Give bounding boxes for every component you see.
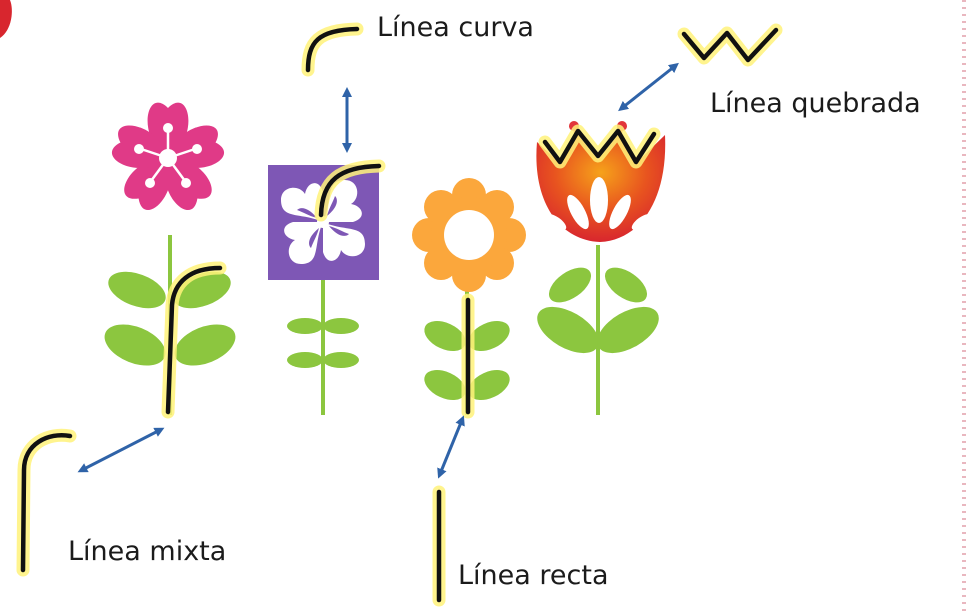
purple-flower [268,159,386,415]
straight-line-label: Línea recta [458,560,609,591]
mixed-line-label: Línea mixta [68,536,226,567]
zigzag-line-arrow [618,62,679,112]
red-tulip-leaf [548,267,592,303]
red-tulip-leaf [604,267,648,303]
curved-line-trace [318,163,382,218]
pink-flower-leaf [108,271,166,309]
zigzag-line-label: Línea quebrada [710,88,921,119]
red-tulip [536,121,666,415]
pink-flower-leaf [104,324,166,366]
orange-flower-head [412,178,526,292]
mixed-line-sample [16,428,77,577]
zigzag-line-trace [542,128,657,165]
orange-flower [412,178,526,419]
orange-flower-leaf [468,369,510,401]
orange-flower-leaf [424,369,466,401]
purple-flower-leaf [323,318,359,334]
straight-line-arrow [437,415,465,479]
zigzag-line-sample [677,23,783,67]
pink-flower-head [112,102,224,211]
edge-decoration [0,0,12,38]
pink-flower [104,102,236,419]
orange-flower-leaf [424,320,466,352]
curved-line-label: Línea curva [377,12,534,43]
mixed-line-arrow [77,427,165,473]
pink-flower-leaf [174,324,236,366]
mixed-line-trace [165,265,223,415]
curved-line-sample [301,22,364,77]
orange-flower-leaf [468,320,510,352]
purple-flower-leaf [287,318,323,334]
purple-flower-leaf [323,352,359,368]
red-tulip-leaf [537,306,599,354]
purple-flower-leaf [287,352,323,368]
red-tulip-leaf [597,306,659,354]
